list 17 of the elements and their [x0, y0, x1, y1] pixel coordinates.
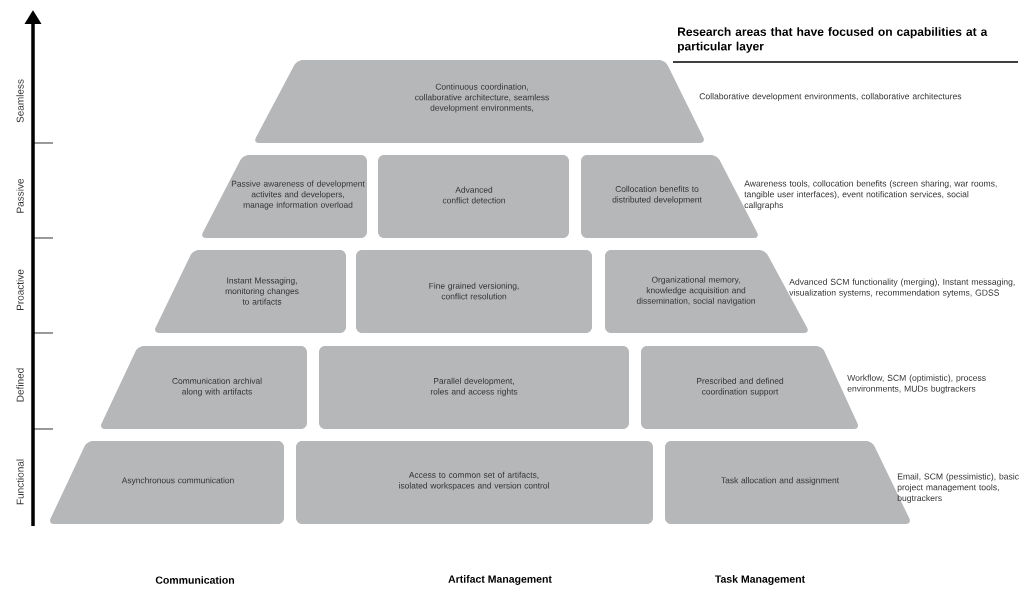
trapezoid-box: Asynchronous communication — [50, 441, 284, 524]
level-label: Seamless — [16, 79, 24, 123]
trapezoid-box: Communication archival along with artifacts — [101, 346, 307, 429]
trapezoid-box: Access to common set of artifacts, isolated workspaces and version control — [296, 441, 653, 524]
level-label: Functional — [16, 459, 24, 505]
level-label: Defined — [16, 368, 24, 402]
trapezoid-box: Fine grained versioning, conflict resolution — [356, 250, 592, 333]
column-label: Communication — [155, 576, 235, 584]
column-label: Task Management — [715, 575, 805, 585]
trapezoid-box: Instant Messaging, monitoring changes to artifacts — [155, 250, 346, 333]
heading: Research areas that have focused on capabilities at a particular layer — [678, 27, 988, 53]
trapezoid-box: Parallel development, roles and access rights — [319, 346, 629, 429]
level-label: Passive — [16, 178, 24, 213]
trapezoid-box: Advanced conflict detection — [378, 155, 569, 238]
column-label: Artifact Management — [448, 575, 552, 585]
trapezoid-box: Passive awareness of development activites and developers, manage information overload — [202, 155, 367, 238]
level-label: Proactive — [16, 269, 24, 310]
